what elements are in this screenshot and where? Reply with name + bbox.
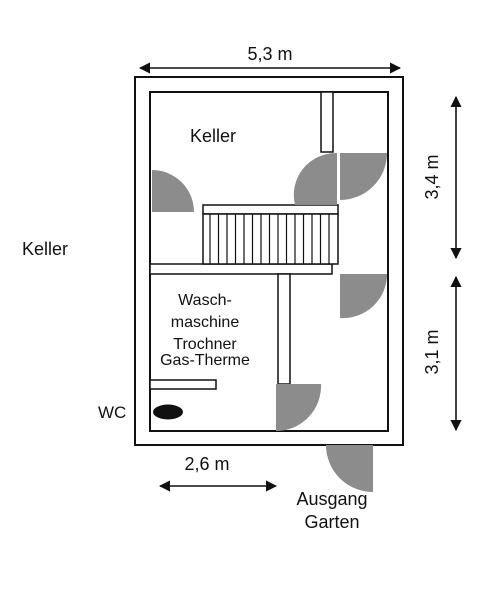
dim-width-lower: 2,6 m [184,454,229,474]
outer-wall [134,76,404,446]
staircase [202,204,339,265]
dim-width-total: 5,3 m [247,44,292,64]
dim-height-upper: 3,4 m [422,154,442,199]
toilet-icon [153,404,183,420]
label-utility-line3: Trochner [173,336,237,353]
label-exit-line1: Ausgang [296,489,367,509]
label-wc: WC [98,403,126,422]
label-utility-line1: Wasch- [178,292,232,309]
shelf [149,379,217,390]
partition-wall-horizontal [149,263,333,275]
partition-wall-vertical [277,273,291,385]
dim-height-lower: 3,1 m [422,329,442,374]
inner-wall [149,91,389,432]
door-swing-right-top [340,153,387,200]
label-exit-line2: Garten [304,512,359,532]
door-swing-lower [276,384,322,431]
door-swing-upper-left [152,170,194,212]
label-utility-line4: Gas-Therme [160,352,250,369]
label-utility-line2: maschine [171,314,240,331]
label-keller-upper: Keller [190,126,236,146]
wall-segment-upper [320,91,334,153]
label-keller-outside: Keller [22,239,68,259]
door-swing-right-mid [340,274,388,319]
door-swing-upper-mid [293,152,337,205]
door-swing-exit [326,445,373,492]
